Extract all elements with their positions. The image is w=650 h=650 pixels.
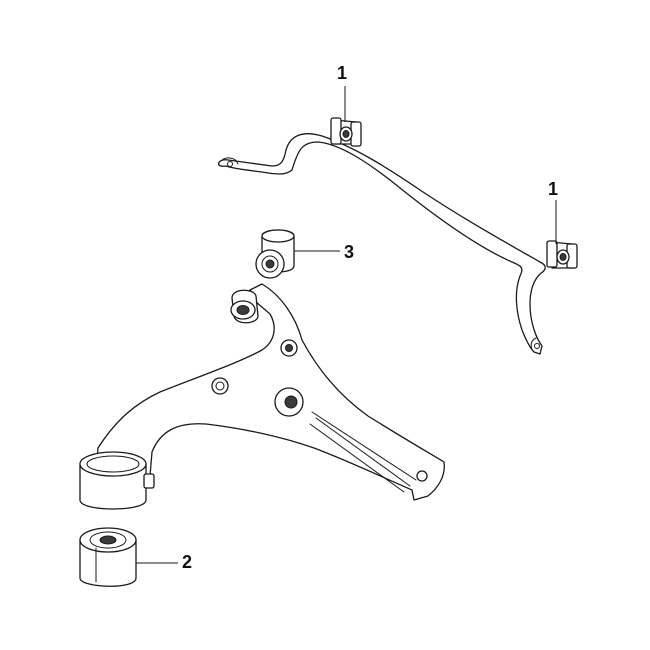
front-bushing <box>255 229 295 279</box>
lower-control-arm <box>95 283 445 501</box>
arm-rear-housing <box>79 451 155 510</box>
stabilizer-bushing-right <box>546 240 578 269</box>
leader-lines <box>136 86 557 564</box>
callout-3-front-bushing: 3 <box>344 242 355 262</box>
callout-1-stabilizer-bushing-right: 1 <box>548 179 559 199</box>
callout-2-rear-bushing: 2 <box>182 552 193 572</box>
stabilizer-bar <box>218 133 546 355</box>
callout-1-stabilizer-bushing-left: 1 <box>337 63 348 83</box>
stabilizer-bushing-left <box>330 117 362 147</box>
rear-bushing <box>79 527 137 587</box>
